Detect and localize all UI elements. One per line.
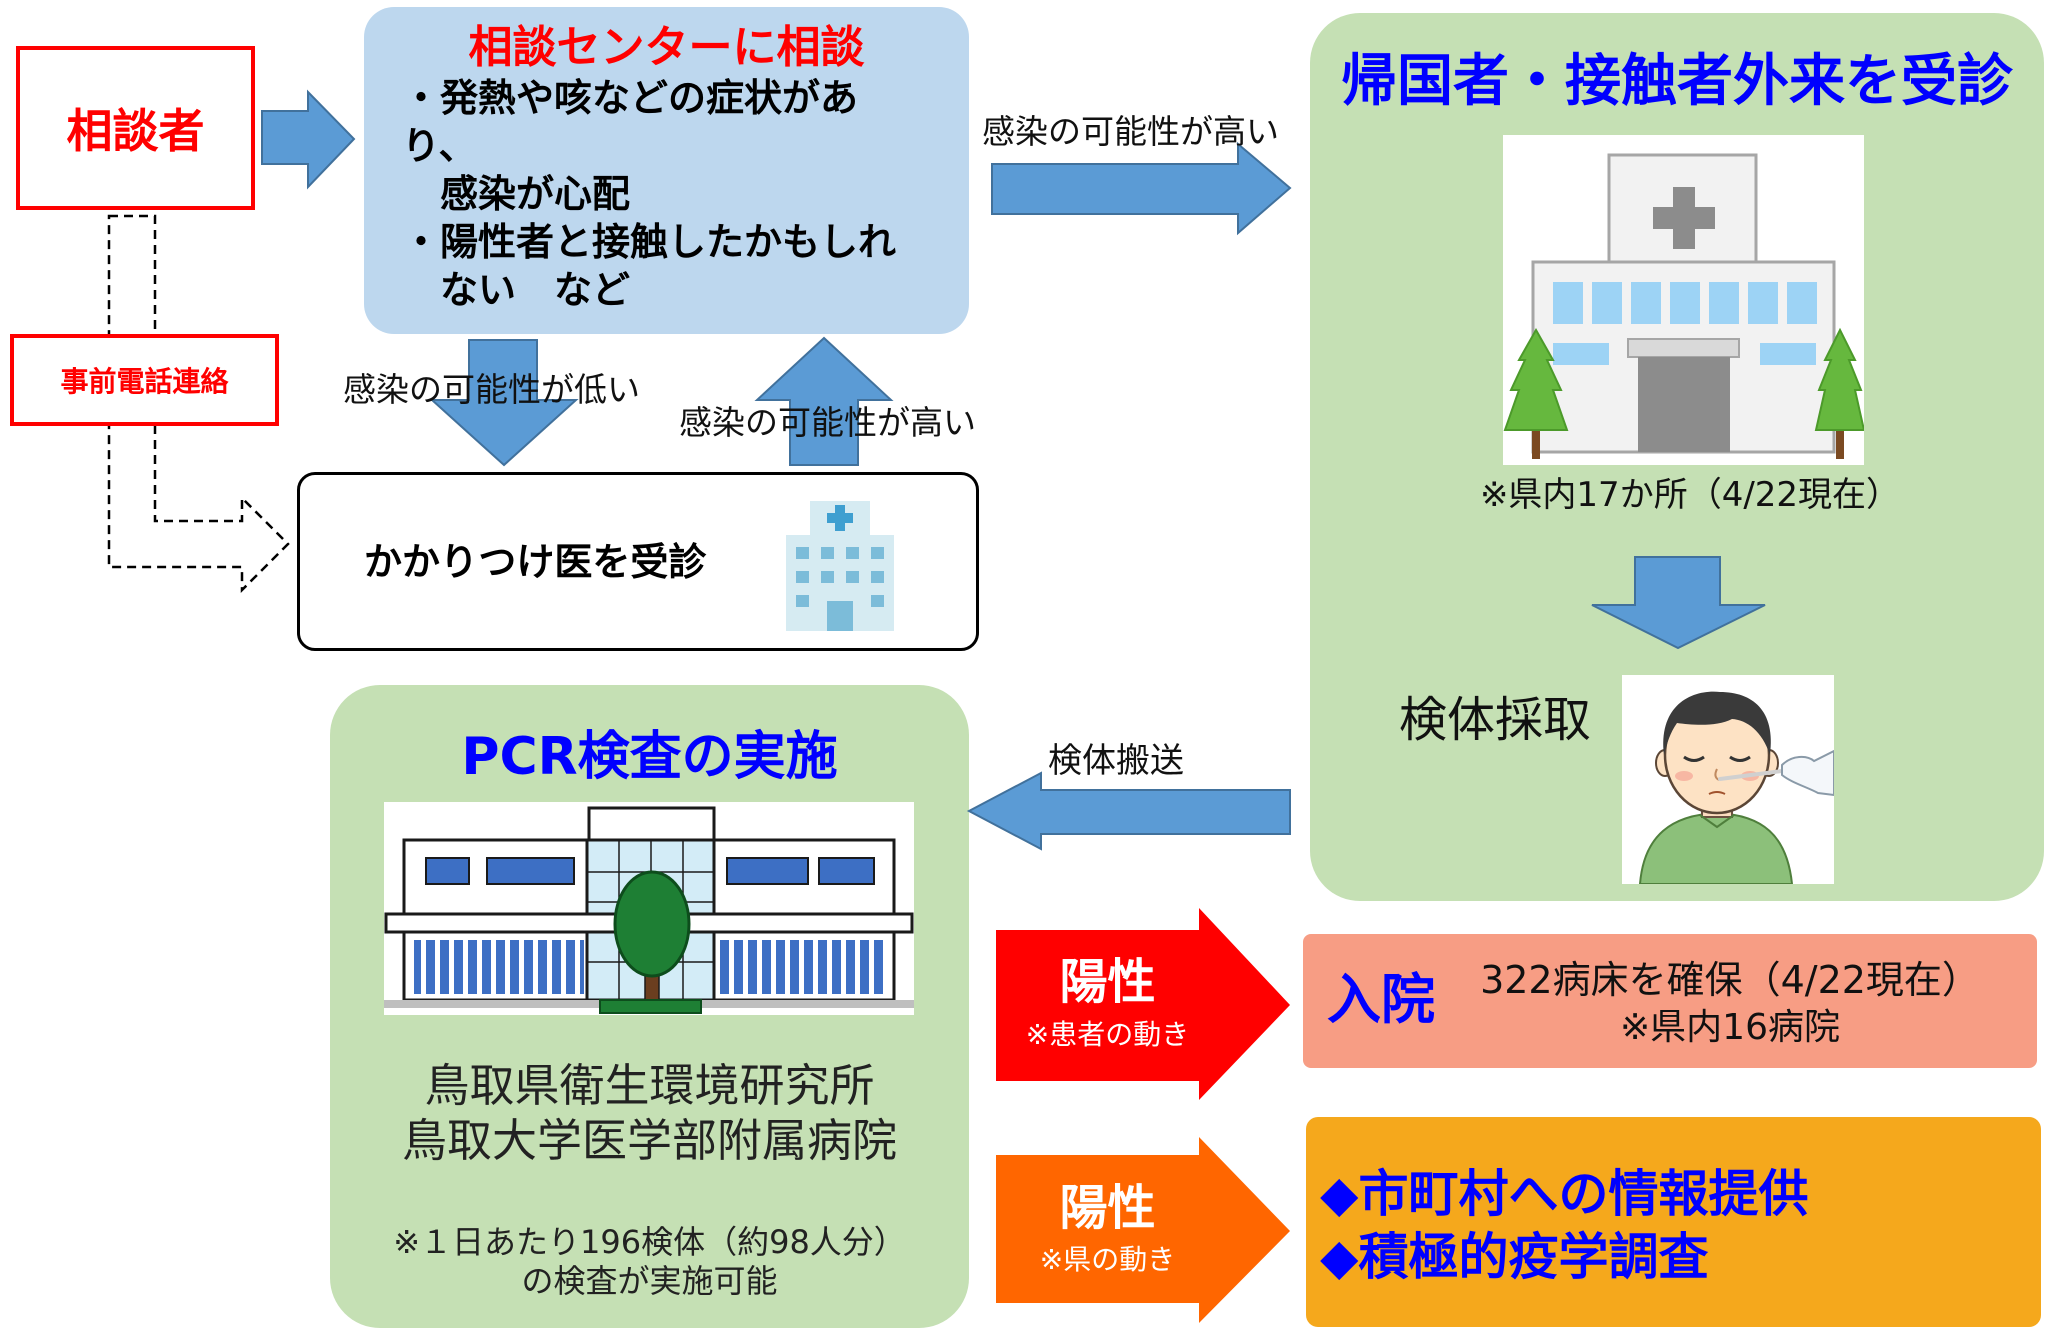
consult-center-line: ・発熱や咳などの症状があ bbox=[402, 76, 859, 120]
pcr-box: PCR検査の実施 bbox=[330, 685, 969, 1328]
specimen-sampling-label: 検体採取 bbox=[1399, 692, 1592, 748]
specimen-transport-arrow bbox=[966, 771, 1291, 851]
consultant-box: 相談者 bbox=[16, 46, 255, 210]
consultant-label: 相談者 bbox=[66, 104, 205, 158]
family-doctor-label: かかりつけ医を受診 bbox=[364, 540, 707, 584]
hospitalization-box: 入院 322病床を確保（4/22現在） ※県内16病院 bbox=[1303, 934, 2037, 1068]
advance-call-box: 事前電話連絡 bbox=[10, 334, 279, 426]
prefecture-action-item: ◆市町村への情報提供 bbox=[1320, 1165, 1809, 1223]
pcr-capacity-note: ※１日あたり196検体（約98人分） bbox=[393, 1223, 906, 1261]
nasal-swab-illustration bbox=[1622, 675, 1834, 884]
laboratory-building-illustration bbox=[384, 802, 914, 1015]
positive-patient-label: 陽性 bbox=[1059, 954, 1156, 1010]
high-risk-up-arrow bbox=[754, 336, 894, 466]
institution-name: 鳥取大学医学部附属病院 bbox=[401, 1114, 897, 1167]
consultant-to-center-arrow bbox=[261, 89, 356, 190]
consult-center-line: ・陽性者と接触したかもしれ bbox=[402, 220, 897, 264]
bed-count-note: 322病床を確保（4/22現在） bbox=[1480, 958, 1980, 1002]
consult-center-line: り、 bbox=[402, 124, 477, 168]
pcr-title: PCR検査の実施 bbox=[461, 727, 838, 787]
positive-prefecture-note: ※県の動き bbox=[1039, 1243, 1176, 1276]
consult-center-line: ない など bbox=[440, 268, 631, 312]
outpatient-count-note: ※県内17か所（4/22現在） bbox=[1479, 475, 1901, 515]
high-risk-right-label: 感染の可能性が高い bbox=[982, 112, 1279, 151]
hospitalization-title: 入院 bbox=[1327, 968, 1435, 1031]
outpatient-box: 帰国者・接触者外来を受診 ※県内17か所（4/22現在） 検体採取 bbox=[1310, 13, 2044, 901]
prefecture-action-item: ◆積極的疫学調査 bbox=[1320, 1228, 1709, 1286]
consult-center-title: 相談センターに相談 bbox=[468, 22, 865, 73]
pcr-capacity-note: の検査が実施可能 bbox=[521, 1262, 778, 1300]
positive-patient-note: ※患者の動き bbox=[1025, 1018, 1190, 1051]
institution-name: 鳥取県衛生環境研究所 bbox=[424, 1059, 875, 1112]
high-risk-up-label: 感染の可能性が高い bbox=[679, 403, 976, 442]
specimen-transport-label: 検体搬送 bbox=[1048, 741, 1184, 781]
hospital-illustration bbox=[1503, 135, 1864, 465]
clinic-icon bbox=[786, 501, 894, 631]
high-risk-right-arrow bbox=[991, 141, 1292, 236]
positive-prefecture-label: 陽性 bbox=[1059, 1180, 1156, 1236]
low-risk-label: 感染の可能性が低い bbox=[343, 370, 640, 409]
consult-center-line: 感染が心配 bbox=[440, 172, 631, 216]
hospital-count-note: ※県内16病院 bbox=[1620, 1007, 1840, 1048]
family-doctor-box: かかりつけ医を受診 bbox=[297, 472, 979, 651]
prefecture-actions-box: ◆市町村への情報提供 ◆積極的疫学調査 bbox=[1306, 1117, 2041, 1327]
outpatient-title: 帰国者・接触者外来を受診 bbox=[1341, 49, 2013, 114]
consult-center-box: 相談センターに相談 ・発熱や咳などの症状があ り、 感染が心配 ・陽性者と接触し… bbox=[364, 7, 969, 334]
advance-call-label: 事前電話連絡 bbox=[60, 365, 229, 398]
